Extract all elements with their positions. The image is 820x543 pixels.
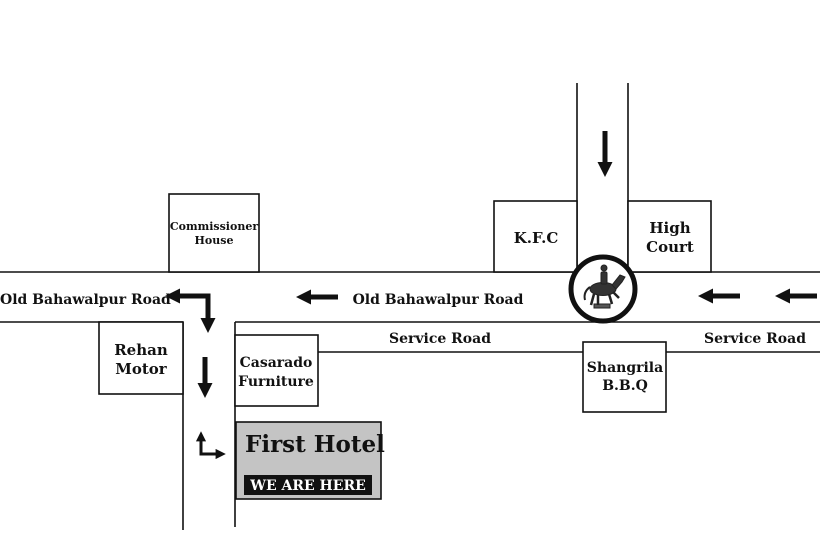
horse-rider-statue-icon (583, 264, 626, 309)
kfc-label: K.F.C (514, 229, 559, 247)
rehan-motor-box (98, 321, 184, 395)
commissioner-house-label-1: Commissioner (170, 220, 258, 233)
shangrila-bbq-label-2: B.B.Q (602, 378, 648, 394)
first-hotel-marker: First Hotel WE ARE HERE (235, 421, 385, 500)
kfc-box (493, 200, 578, 273)
casarado-furniture-box (234, 334, 319, 407)
high-court-box (627, 200, 712, 273)
high-court-label-1: High (649, 219, 690, 237)
hotel-name: First Hotel (245, 431, 385, 458)
we-are-here-badge: WE ARE HERE (249, 478, 366, 494)
road-label-service-road-center: Service Road (389, 331, 491, 347)
commissioner-house-box (168, 193, 260, 273)
rehan-motor-label-2: Motor (115, 360, 168, 378)
shangrila-bbq-label-1: Shangrila (587, 360, 663, 376)
casarado-furniture-label-1: Casarado (240, 355, 313, 371)
direction-arrows (165, 131, 817, 460)
we-are-here-badge-bg (244, 475, 372, 495)
road-label-old-bahawalpur-west: Old Bahawalpur Road (0, 292, 171, 308)
road-label-old-bahawalpur-center: Old Bahawalpur Road (353, 292, 524, 308)
roundabout (568, 254, 638, 324)
rehan-motor-label-1: Rehan (114, 341, 168, 359)
casarado-furniture-label-2: Furniture (238, 374, 314, 390)
shangrila-bbq-box (582, 341, 667, 413)
arrow-icon (195, 293, 216, 333)
arrow-icon (199, 440, 226, 460)
buildings (98, 193, 712, 413)
commissioner-house-label-2: House (195, 234, 234, 247)
road-label-service-road-east: Service Road (704, 331, 806, 347)
high-court-label-2: Court (646, 238, 694, 256)
